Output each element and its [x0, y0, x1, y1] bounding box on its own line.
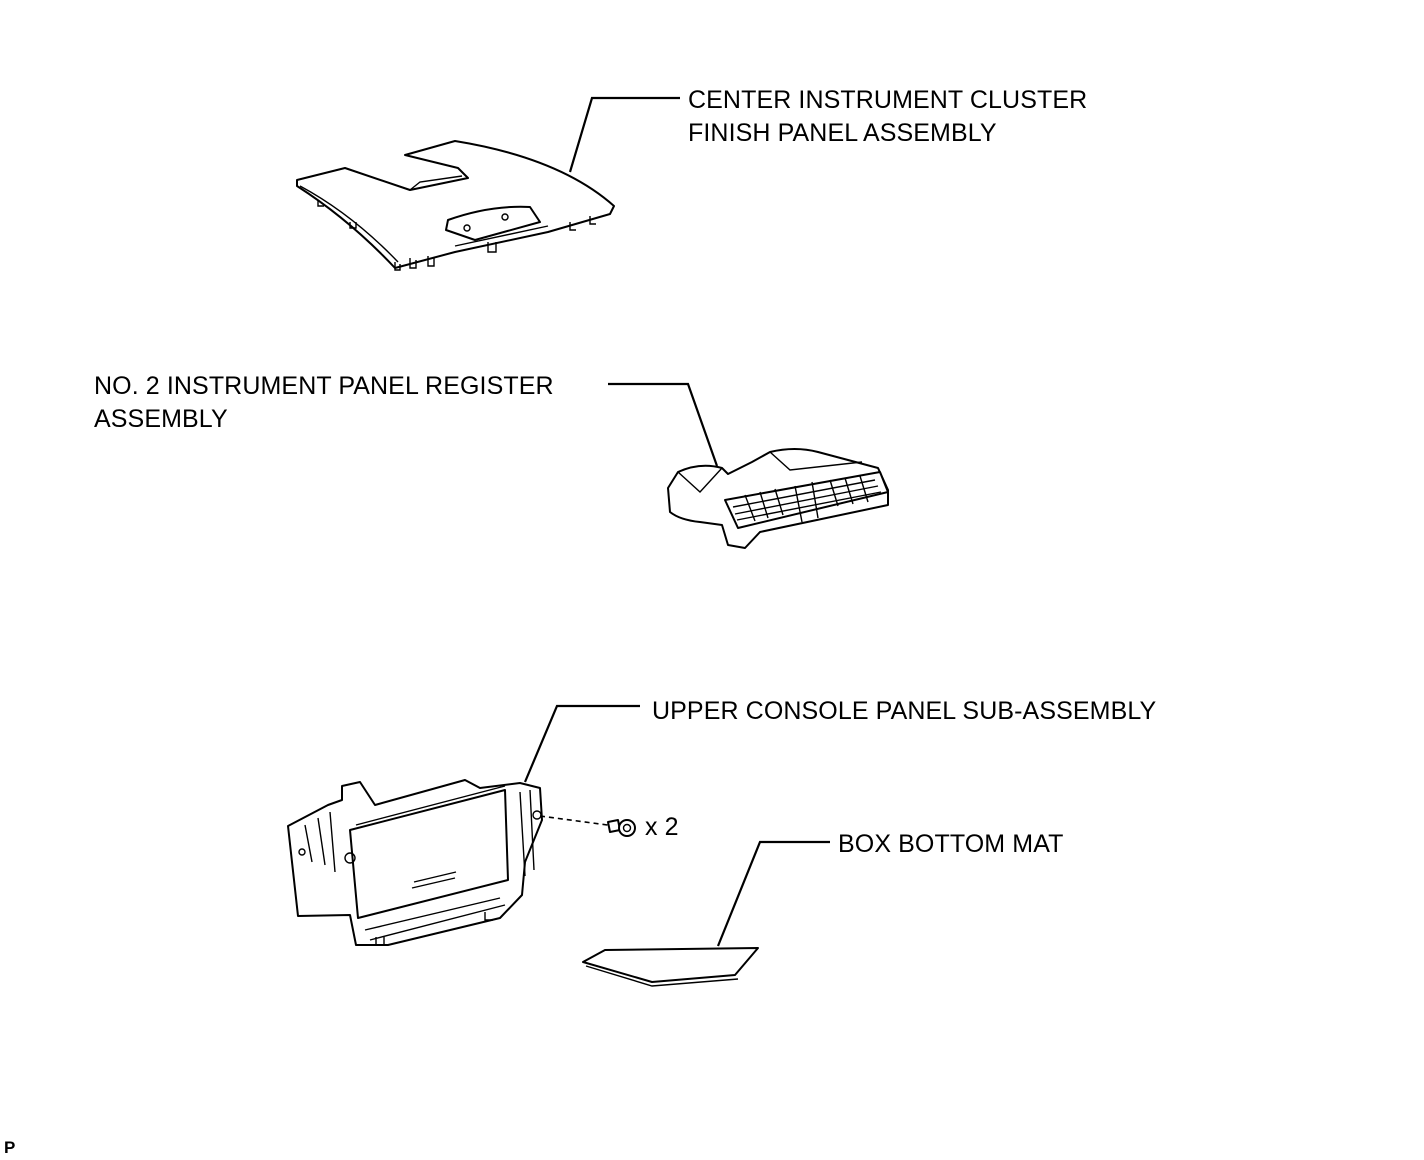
box-bottom-mat-illustration	[582, 840, 830, 987]
register-label-line2: ASSEMBLY	[94, 405, 228, 433]
box-bottom-mat-label: BOX BOTTOM MAT	[838, 830, 1064, 858]
center-cluster-label-line2: FINISH PANEL ASSEMBLY	[688, 119, 997, 147]
upper-console-panel-illustration	[287, 704, 640, 946]
upper-console-label: UPPER CONSOLE PANEL SUB-ASSEMBLY	[652, 697, 1157, 725]
register-label-line1: NO. 2 INSTRUMENT PANEL REGISTER	[94, 372, 554, 400]
bolt-quantity-label: x 2	[645, 813, 679, 841]
register-assembly-illustration	[608, 382, 889, 549]
corner-mark: P	[4, 1138, 16, 1157]
bolt-illustration	[539, 815, 636, 837]
center-cluster-label-line1: CENTER INSTRUMENT CLUSTER	[688, 86, 1088, 114]
center-cluster-finish-panel-illustration	[296, 96, 680, 271]
